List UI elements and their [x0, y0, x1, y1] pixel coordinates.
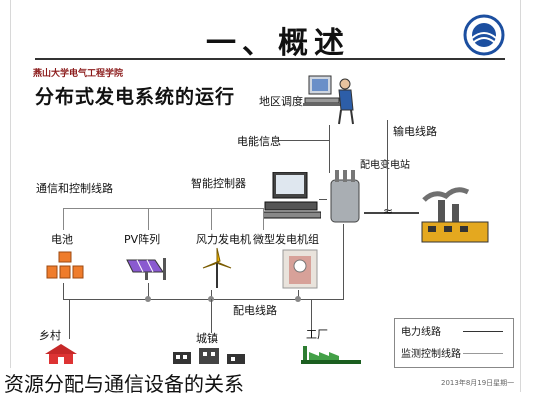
controller-to-substation — [319, 199, 327, 200]
load-drop-village — [69, 299, 70, 339]
title-divider — [35, 58, 505, 60]
wind-turbine-icon — [202, 247, 232, 288]
school-name: 燕山大学电气工程学院 — [33, 69, 124, 79]
legend: 电力线路 监测控制线路 — [394, 318, 514, 368]
junction-dot — [295, 296, 301, 302]
transformer-icon — [330, 170, 360, 223]
control-drop-4 — [263, 208, 264, 230]
page-title: 一、概述 — [206, 26, 350, 61]
control-bus — [63, 208, 263, 209]
slide: 一、概述 燕山大学电气工程学院 分布式发电系统的运行 地区调度 电能信息 配电变… — [10, 0, 521, 392]
factory-label: 工厂 — [306, 328, 328, 341]
transmission-link — [364, 212, 419, 214]
distribution-line-label: 配电线路 — [233, 304, 277, 317]
transmission-label: 输电线路 — [393, 125, 437, 138]
control-drop-3 — [211, 208, 212, 230]
village-label: 乡村 — [39, 329, 61, 342]
load-drop-town — [211, 299, 212, 333]
regional-dispatch-label: 地区调度 — [259, 95, 303, 108]
dist-drop-1 — [63, 283, 64, 299]
wind-label: 风力发电机 — [196, 233, 251, 246]
distribution-bus — [63, 299, 343, 300]
smart-controller-label: 智能控制器 — [191, 177, 246, 190]
legend-power-line-label: 电力线路 — [401, 327, 441, 338]
dist-drop-3 — [211, 290, 212, 299]
power-info-label: 电能信息 — [237, 135, 281, 148]
dist-drop-2 — [148, 283, 149, 299]
break-mark: ≈ — [383, 204, 394, 218]
date-footer: 2013年8月19日星期一 — [441, 379, 515, 387]
dist-drop-4 — [298, 290, 299, 299]
computer-operator-icon — [303, 75, 354, 125]
legend-monitor-line-label: 监测控制线路 — [401, 349, 461, 360]
town-buildings-icon — [173, 348, 245, 364]
factory-icon — [301, 346, 361, 364]
transmission-vertical — [387, 120, 388, 212]
control-drop-2 — [148, 208, 149, 230]
battery-label: 电池 — [51, 233, 73, 246]
town-label: 城镇 — [196, 332, 218, 345]
power-plant-icon — [421, 187, 489, 243]
junction-dot — [145, 296, 151, 302]
university-logo — [463, 14, 505, 56]
battery-icon — [46, 251, 84, 279]
comm-control-lines-label: 通信和控制线路 — [36, 182, 113, 195]
pv-array-label: PV阵列 — [124, 233, 161, 246]
controller-computer-icon — [263, 172, 321, 219]
micro-turbine-icon — [282, 249, 318, 289]
image-caption: 资源分配与通信设备的关系 — [0, 368, 248, 397]
substation-label: 配电变电站 — [360, 160, 410, 171]
substation-to-bus — [343, 224, 344, 300]
subtitle: 分布式发电系统的运行 — [35, 86, 236, 108]
village-house-icon — [45, 344, 77, 364]
legend-power-line-sample — [463, 331, 503, 332]
solar-panel-icon — [126, 258, 166, 280]
control-drop-1 — [63, 208, 64, 230]
micro-turbine-label: 微型发电机组 — [253, 233, 319, 246]
info-link — [279, 140, 329, 141]
load-drop-factory — [311, 299, 312, 337]
dispatch-link — [329, 125, 330, 173]
legend-monitor-line-sample — [463, 353, 503, 354]
